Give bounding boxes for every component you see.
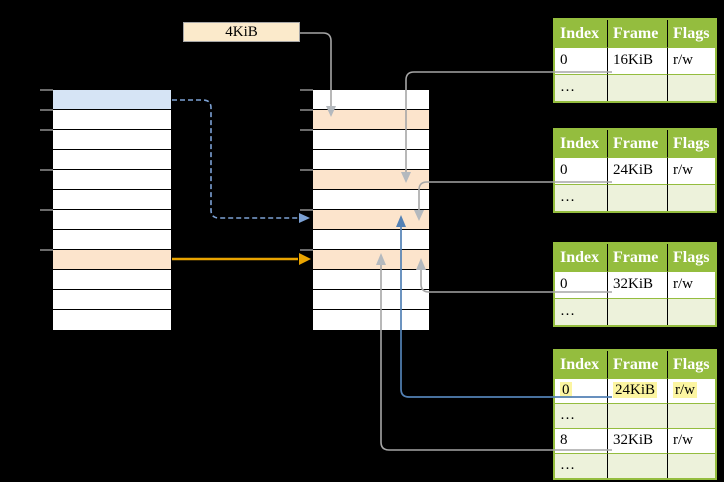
vm-row-10 <box>53 290 171 310</box>
frame-row-2 <box>313 130 429 150</box>
pt3-row1-index: … <box>555 298 608 325</box>
column-header-frame: Frame <box>608 351 668 378</box>
pt3-row1-frame <box>608 298 668 325</box>
vm-row-11 <box>53 310 171 330</box>
pt1-row0-flags: r/w <box>668 47 715 74</box>
physical-memory-column <box>312 89 430 331</box>
pt3-row0-frame: 32KiB <box>608 271 668 298</box>
page-size-label: 4KiB <box>183 22 300 42</box>
pt2-row1-frame <box>608 184 668 211</box>
pt4-row1-flags <box>668 403 715 428</box>
pt3-row0-flags: r/w <box>668 271 715 298</box>
vm-row-7 <box>53 230 171 250</box>
column-header-frame: Frame <box>608 130 668 157</box>
arrowhead-right-icon <box>299 253 311 265</box>
pt4-row2-frame: 32KiB <box>608 428 668 453</box>
frame-row-0 <box>313 90 429 110</box>
frame-row-1 <box>313 110 429 130</box>
pt4-row3-flags <box>668 453 715 478</box>
pt4-row0-frame: 24KiB <box>608 378 668 403</box>
column-header-frame: Frame <box>608 244 668 271</box>
pt1-row0-index: 0 <box>555 47 608 74</box>
vm-row-9 <box>53 270 171 290</box>
frame-row-3 <box>313 150 429 170</box>
frame-row-9 <box>313 270 429 290</box>
pt4-row0-index: 0 <box>555 378 608 403</box>
vm-row-6 <box>53 210 171 230</box>
pt1-row0-frame: 16KiB <box>608 47 668 74</box>
pt3-row1-flags <box>668 298 715 325</box>
vm-row-2 <box>53 130 171 150</box>
highlighted-value: 24KiB <box>613 382 658 398</box>
frame-row-7 <box>313 230 429 250</box>
highlighted-value: 0 <box>560 382 572 398</box>
pt4-row3-index: … <box>555 453 608 478</box>
vm-row-3 <box>53 150 171 170</box>
pt4-row1-index: … <box>555 403 608 428</box>
frame-row-5 <box>313 190 429 210</box>
frame-row-6 <box>313 210 429 230</box>
pt4-row1-frame <box>608 403 668 428</box>
frame-row-4 <box>313 170 429 190</box>
column-header-index: Index <box>555 351 608 378</box>
pt4-row2-flags: r/w <box>668 428 715 453</box>
pt4-row0-flags: r/w <box>668 378 715 403</box>
column-header-flags: Flags <box>668 351 715 378</box>
pt1-row1-flags <box>668 74 715 101</box>
vm-row-5 <box>53 190 171 210</box>
vm-row-1 <box>53 110 171 130</box>
pt3-row0-index: 0 <box>555 271 608 298</box>
vm-row-0 <box>53 90 171 110</box>
column-header-index: Index <box>555 244 608 271</box>
pt2-row0-flags: r/w <box>668 157 715 184</box>
column-header-index: Index <box>555 20 608 47</box>
vm-row-4 <box>53 170 171 190</box>
pt2-row0-frame: 24KiB <box>608 157 668 184</box>
pt1-row1-index: … <box>555 74 608 101</box>
frame-row-10 <box>313 290 429 310</box>
arrow-vpage-to-frame24-dashed <box>172 99 298 219</box>
frame-row-11 <box>313 310 429 330</box>
arrowhead-right-icon <box>299 213 310 223</box>
column-header-flags: Flags <box>668 20 715 47</box>
highlighted-value: r/w <box>673 382 697 398</box>
pt1-row1-frame <box>608 74 668 101</box>
pt2-row1-index: … <box>555 184 608 211</box>
frame-row-8 <box>313 250 429 270</box>
pt4-row3-frame <box>608 453 668 478</box>
column-header-frame: Frame <box>608 20 668 47</box>
column-header-index: Index <box>555 130 608 157</box>
vm-row-8 <box>53 250 171 270</box>
pt4-row2-index: 8 <box>555 428 608 453</box>
column-header-flags: Flags <box>668 130 715 157</box>
pt2-row0-index: 0 <box>555 157 608 184</box>
column-header-flags: Flags <box>668 244 715 271</box>
virtual-memory-column <box>52 89 172 331</box>
pt2-row1-flags <box>668 184 715 211</box>
